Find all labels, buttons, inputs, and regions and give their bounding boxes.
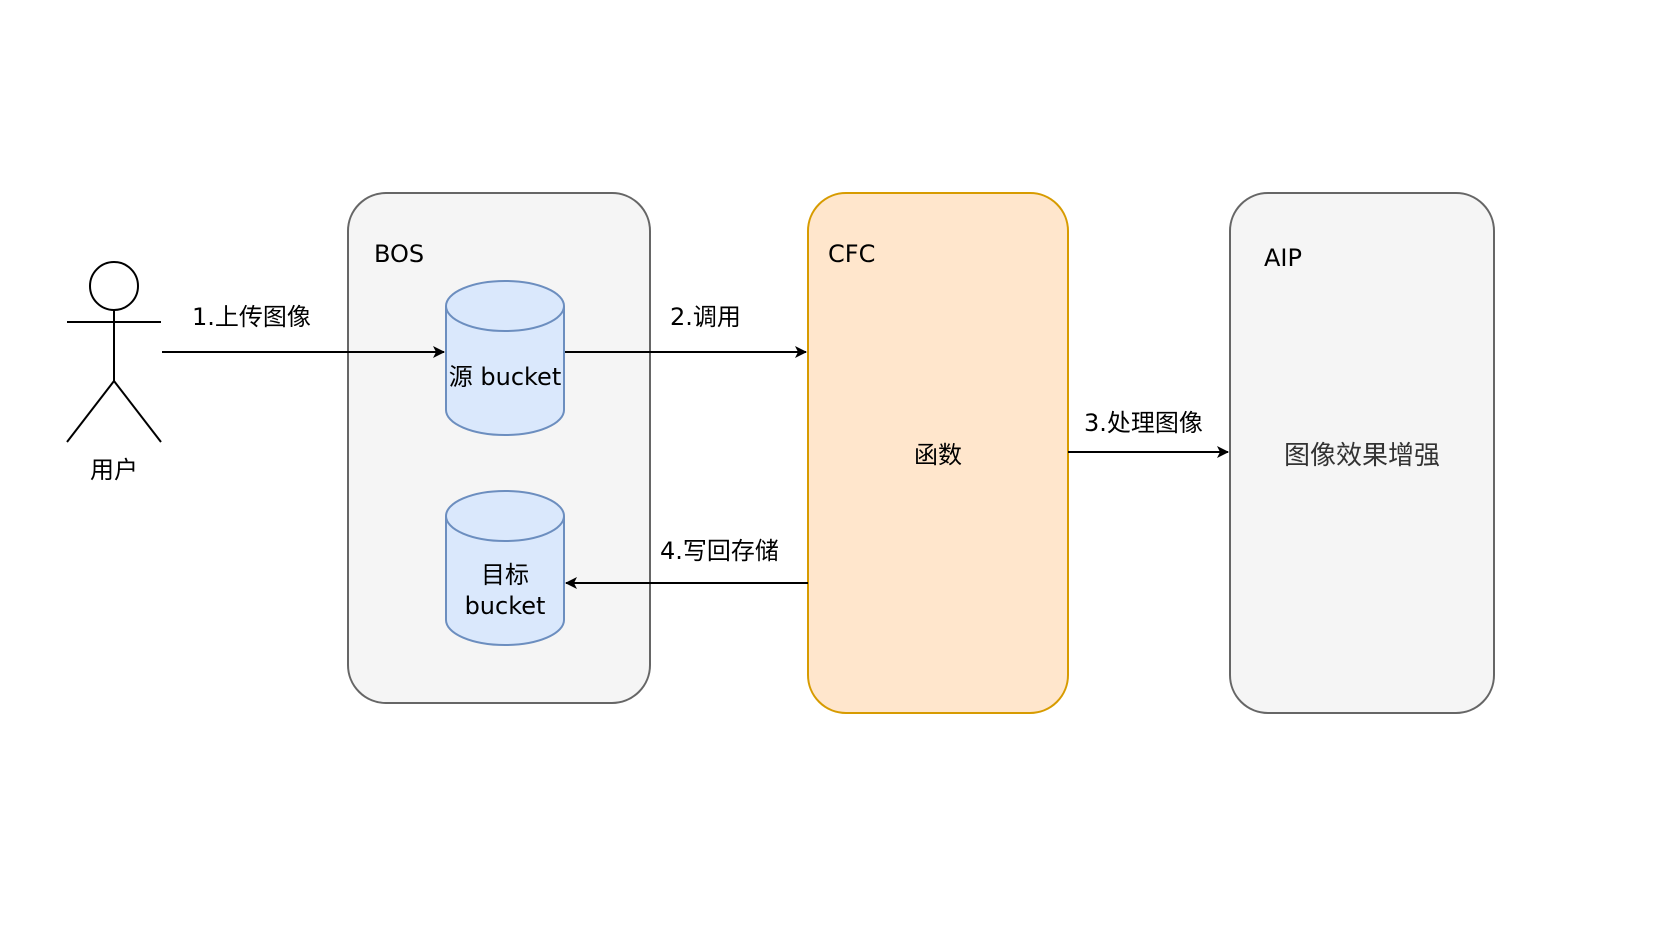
bos-title: BOS [374, 240, 424, 268]
source-bucket[interactable]: 源 bucket [445, 280, 565, 436]
edge-writeback-label: 4.写回存储 [660, 537, 779, 565]
actor-left-leg [66, 380, 115, 443]
target-bucket[interactable]: 目标 bucket [445, 490, 565, 646]
aip-service-label: 图像效果增强 [1284, 441, 1440, 471]
edge-upload[interactable]: 1.上传图像 [162, 303, 445, 358]
edge-process[interactable]: 3.处理图像 [1068, 409, 1229, 458]
edge-writeback[interactable]: 4.写回存储 [565, 537, 808, 589]
target-bucket-label-line1: 目标 [481, 561, 529, 589]
user-label: 用户 [90, 456, 138, 484]
target-bucket-label-line2: bucket [465, 592, 546, 620]
aip-title: AIP [1264, 244, 1302, 272]
actor-head [89, 261, 139, 311]
user-actor[interactable] [66, 261, 162, 443]
edge-invoke-label: 2.调用 [670, 303, 741, 331]
edge-process-label: 3.处理图像 [1084, 409, 1203, 437]
edge-invoke[interactable]: 2.调用 [565, 303, 807, 358]
cfc-title: CFC [828, 240, 875, 268]
cfc-container[interactable]: CFC 函数 [807, 192, 1069, 714]
aip-container[interactable]: AIP 图像效果增强 [1229, 192, 1495, 714]
bos-container[interactable]: BOS [347, 192, 651, 704]
actor-right-leg [113, 380, 162, 443]
cfc-function-label: 函数 [914, 441, 962, 469]
edge-upload-label: 1.上传图像 [192, 303, 311, 331]
source-bucket-label: 源 bucket [449, 363, 562, 391]
